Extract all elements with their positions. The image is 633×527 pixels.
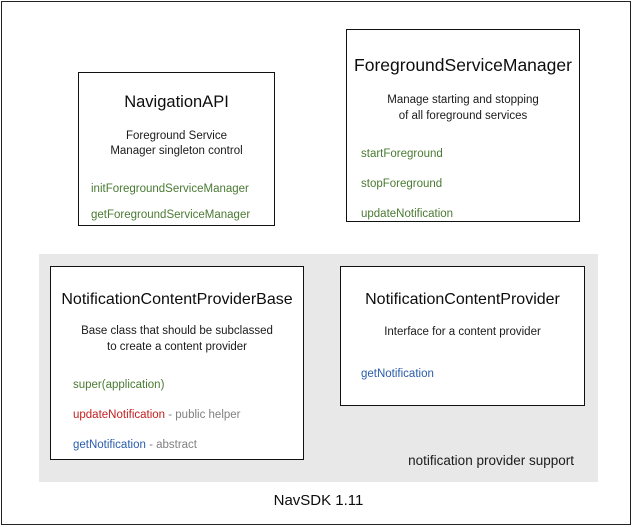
- method-row[interactable]: getNotification - abstract: [73, 438, 303, 453]
- description-line: Interface for a content provider: [384, 326, 541, 339]
- method-name: updateNotification: [73, 409, 166, 422]
- method-list-notification-content-provider-base: super(application) updateNotification - …: [51, 378, 303, 453]
- method-row[interactable]: initForegroundServiceManager: [91, 182, 274, 197]
- class-description-foreground-service-manager: Manage starting and stopping of all fore…: [347, 93, 579, 124]
- class-box-navigation-api[interactable]: NavigationAPI Foreground Service Manager…: [78, 72, 275, 226]
- class-title-notification-content-provider-base: NotificationContentProviderBase: [61, 291, 293, 308]
- class-title-navigation-api: NavigationAPI: [124, 93, 229, 111]
- method-row[interactable]: super(application): [73, 378, 303, 393]
- class-description-navigation-api: Foreground Service Manager singleton con…: [79, 129, 274, 160]
- method-row[interactable]: updateNotification - public helper: [73, 408, 303, 423]
- method-name: startForeground: [361, 148, 443, 161]
- method-name: updateNotification: [361, 207, 454, 220]
- method-row[interactable]: getForegroundServiceManager: [91, 208, 274, 223]
- description-line: Foreground Service: [126, 129, 227, 142]
- diagram-caption: NavSDK 1.11: [273, 492, 364, 509]
- class-box-foreground-service-manager[interactable]: ForegroundServiceManager Manage starting…: [346, 29, 580, 222]
- description-line: to create a content provider: [107, 340, 247, 353]
- method-row[interactable]: stopForeground: [361, 177, 579, 192]
- class-title-foreground-service-manager: ForegroundServiceManager: [354, 55, 572, 75]
- class-description-notification-content-provider-base: Base class that should be subclassed to …: [51, 324, 303, 355]
- method-list-notification-content-provider: getNotification: [341, 367, 584, 382]
- class-box-notification-content-provider-base[interactable]: NotificationContentProviderBase Base cla…: [50, 266, 304, 460]
- class-title-notification-content-provider: NotificationContentProvider: [365, 291, 560, 308]
- method-name: initForegroundServiceManager: [91, 182, 249, 195]
- method-name: getNotification: [361, 367, 434, 380]
- method-note: - public helper: [165, 409, 241, 422]
- class-description-notification-content-provider: Interface for a content provider: [341, 325, 584, 341]
- description-line: of all foreground services: [398, 109, 528, 122]
- description-line: Manager singleton control: [110, 145, 243, 158]
- method-row[interactable]: updateNotification: [361, 207, 579, 222]
- method-name: getNotification: [73, 439, 146, 452]
- method-name: getForegroundServiceManager: [91, 208, 251, 221]
- method-row[interactable]: getNotification: [361, 367, 584, 382]
- method-note: - abstract: [145, 439, 198, 452]
- class-box-notification-content-provider[interactable]: NotificationContentProvider Interface fo…: [340, 266, 585, 406]
- group-label: notification provider support: [408, 453, 574, 468]
- method-name: stopForeground: [361, 177, 443, 190]
- method-name: super(application): [73, 379, 165, 392]
- method-list-navigation-api: initForegroundServiceManager getForegrou…: [79, 182, 274, 223]
- method-row[interactable]: startForeground: [361, 147, 579, 162]
- method-list-foreground-service-manager: startForeground stopForeground updateNot…: [347, 147, 579, 222]
- description-line: Manage starting and stopping: [387, 94, 539, 106]
- description-line: Base class that should be subclassed: [81, 325, 273, 338]
